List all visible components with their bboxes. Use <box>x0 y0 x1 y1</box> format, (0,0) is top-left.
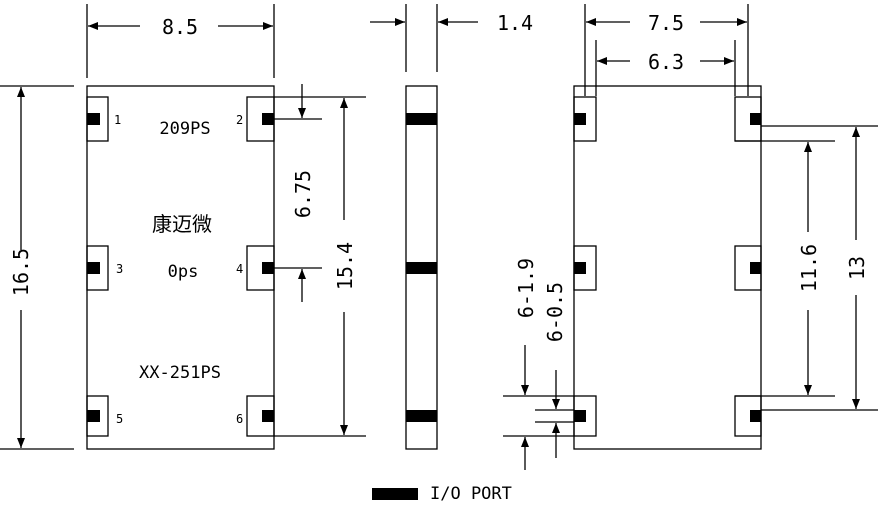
dim-pad-length-label: 6-1.9 <box>514 258 538 318</box>
pin-label-2: 2 <box>236 113 243 127</box>
bottom-view-body <box>573 85 762 450</box>
pin-label-1: 1 <box>114 113 121 127</box>
side-io-port-bottom <box>406 410 437 422</box>
dim-inner-span-label: 11.6 <box>797 244 821 292</box>
top-view <box>0 4 366 450</box>
dim-outer-span-label: 13 <box>845 256 869 280</box>
side-view <box>370 4 478 450</box>
dim-bottom-width-label: 7.5 <box>648 11 684 35</box>
marking-line-2: 康迈微 <box>152 212 212 236</box>
dim-span-label: 15.4 <box>333 242 357 290</box>
bottom-view <box>503 4 878 470</box>
legend-swatch <box>372 488 418 500</box>
side-io-port-middle <box>406 262 437 274</box>
pin-label-4: 4 <box>236 262 243 276</box>
dim-thickness-label: 1.4 <box>497 11 533 35</box>
marking-line-3: 0ps <box>168 262 199 282</box>
dim-height-label: 16.5 <box>9 248 33 296</box>
dim-pad-width-label: 6-0.5 <box>543 282 567 342</box>
dim-width-label: 8.5 <box>162 15 198 39</box>
pin-label-5: 5 <box>116 412 123 426</box>
dim-pitch-label: 6.75 <box>291 170 315 218</box>
pin-label-6: 6 <box>236 412 243 426</box>
marking-line-4: XX-251PS <box>139 363 221 383</box>
marking-line-1: 209PS <box>159 119 210 139</box>
side-io-port-top <box>406 113 437 125</box>
dim-pad-span-label: 6.3 <box>648 50 684 74</box>
pin-label-3: 3 <box>116 262 123 276</box>
legend-label: I/O PORT <box>430 484 512 504</box>
